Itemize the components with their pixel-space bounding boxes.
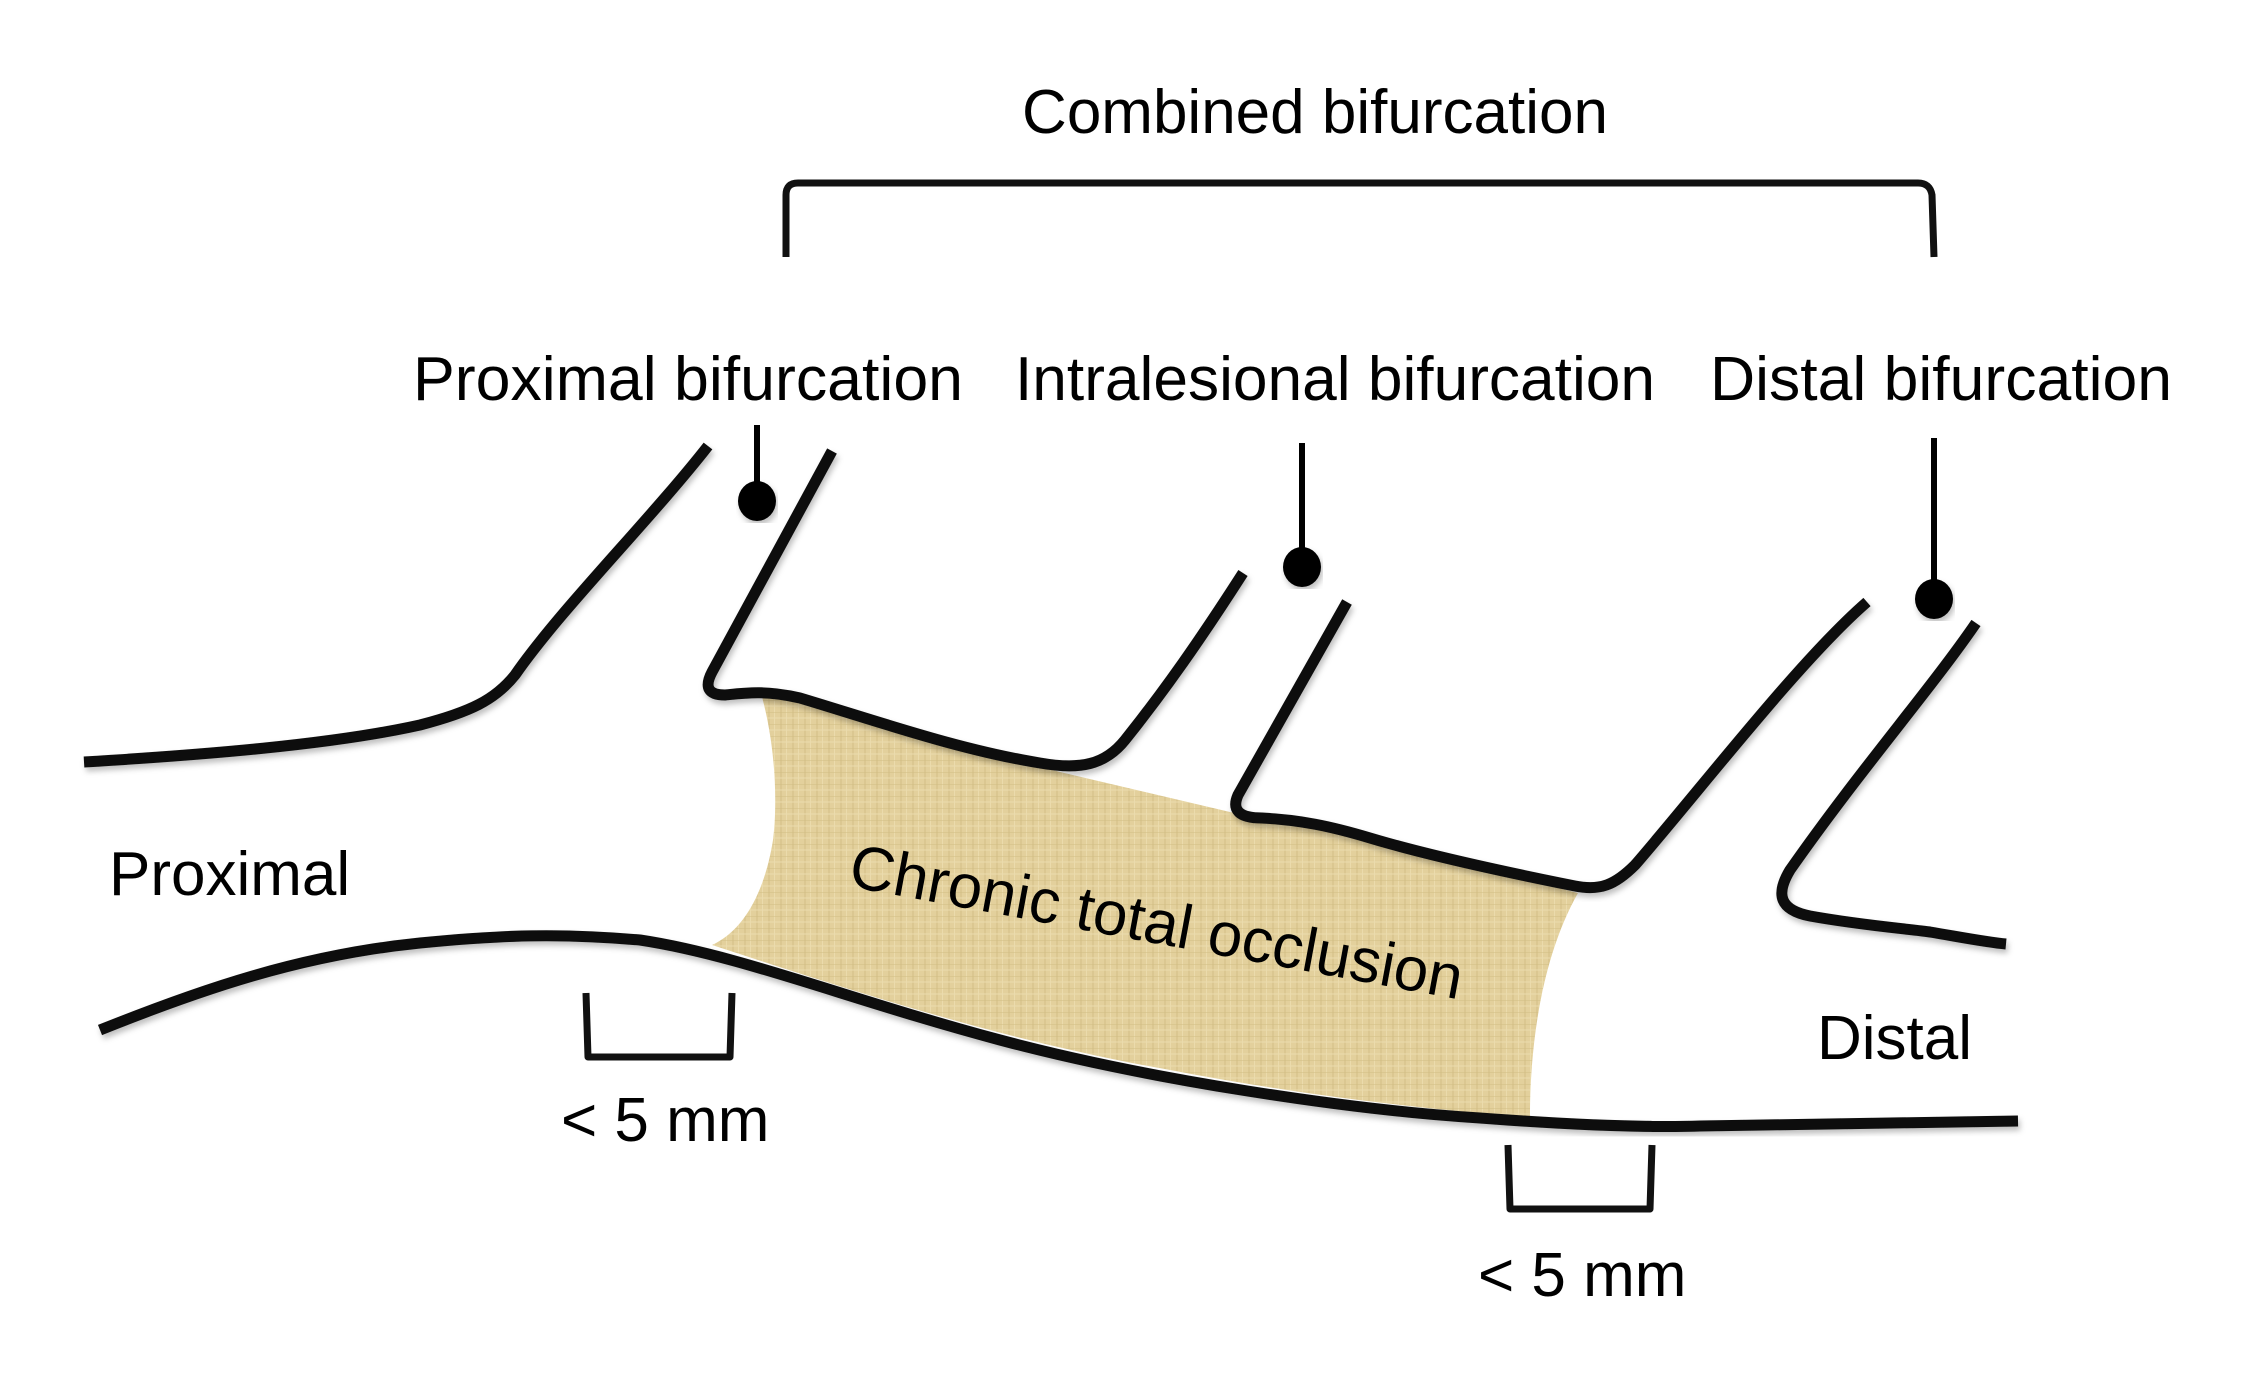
vessel-wall-upper-distal — [1776, 619, 2007, 950]
vessel-wall-upper-left — [83, 442, 713, 768]
proximal-gap-bracket — [582, 992, 736, 1061]
intralesional-bifurcation-marker — [1283, 443, 1321, 587]
vessel-wall-lower — [97, 930, 2019, 1133]
distal-bifurcation-label: Distal bifurcation — [1710, 345, 2172, 414]
proximal-bifurcation-label: Proximal bifurcation — [413, 345, 963, 414]
distal-segment-label: Distal — [1817, 1004, 1972, 1073]
proximal-gap-label: < 5 mm — [561, 1086, 769, 1155]
combined-bracket — [782, 179, 1938, 258]
combined-bifurcation-title: Combined bifurcation — [1022, 78, 1608, 147]
cto-lesion-region — [712, 689, 1578, 1117]
distal-bifurcation-marker — [1915, 438, 1953, 619]
distal-gap-label: < 5 mm — [1478, 1241, 1686, 1310]
vessel-wall-upper-mid — [702, 448, 1248, 772]
proximal-bifurcation-marker — [738, 425, 776, 521]
vessel-wall-upper-right — [1230, 597, 1871, 894]
proximal-segment-label: Proximal — [109, 840, 350, 909]
intralesional-bifurcation-label: Intralesional bifurcation — [1015, 345, 1655, 414]
distal-gap-bracket — [1504, 1144, 1656, 1213]
